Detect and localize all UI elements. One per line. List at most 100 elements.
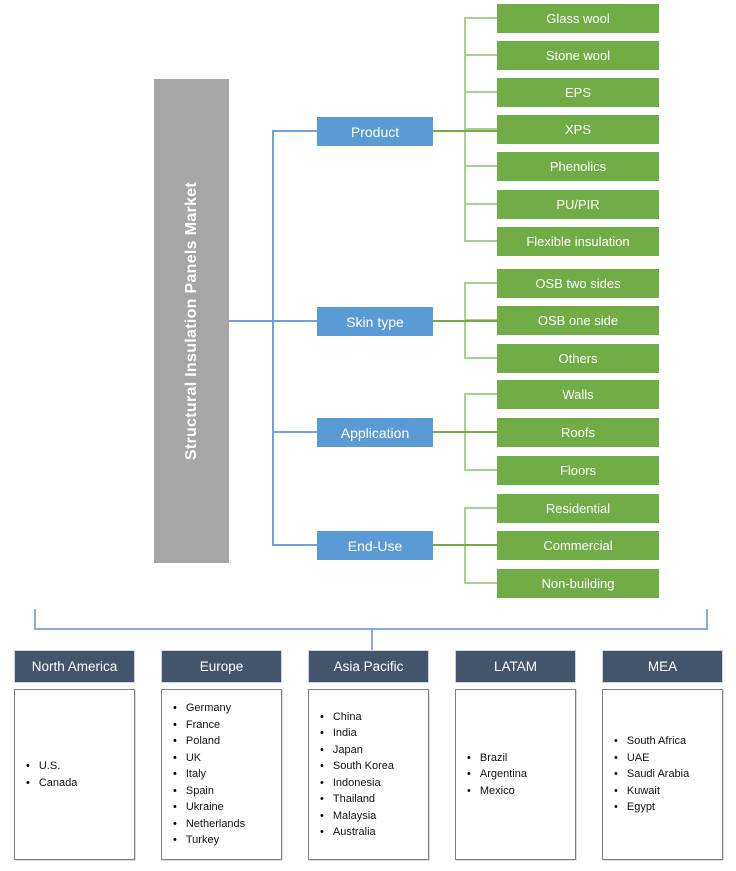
region-header-latam: LATAM bbox=[455, 650, 576, 683]
category-label: Product bbox=[350, 123, 400, 140]
bullet-icon: • bbox=[320, 727, 324, 739]
bullet-icon: • bbox=[614, 768, 618, 781]
bullet-icon: • bbox=[26, 776, 30, 789]
country-item: •Mexico bbox=[467, 785, 573, 798]
country-item: •Spain bbox=[173, 785, 279, 798]
country-label: Argentina bbox=[479, 768, 527, 781]
country-label: Malaysia bbox=[332, 809, 377, 822]
segment-label: Phenolics bbox=[549, 159, 607, 174]
bullet-icon: • bbox=[320, 743, 324, 756]
bullet-icon: • bbox=[320, 809, 324, 822]
region-header-asia-pacific: Asia Pacific bbox=[308, 650, 429, 683]
segment-label: Roofs bbox=[561, 425, 595, 440]
bullet-icon: • bbox=[173, 735, 177, 748]
country-list: • Brazil • Argentina •Mexico bbox=[456, 690, 575, 859]
segment-node-non-building: Non-building bbox=[497, 569, 659, 598]
region-header-north-america: North America bbox=[14, 650, 135, 683]
country-label: UK bbox=[185, 751, 202, 764]
bullet-icon: • bbox=[173, 718, 177, 731]
category-main-line-end-use bbox=[433, 544, 497, 546]
category-label: Application bbox=[340, 424, 410, 441]
bullet-icon: • bbox=[467, 751, 471, 764]
segment-label: Floors bbox=[559, 463, 597, 478]
country-item: • Argentina bbox=[467, 768, 573, 781]
segment-label: Residential bbox=[545, 501, 611, 516]
region-header-label: North America bbox=[31, 659, 118, 674]
country-label: Thailand bbox=[332, 793, 376, 805]
country-label: U.S. bbox=[38, 760, 61, 772]
country-item: •Germany bbox=[173, 702, 279, 715]
bullet-icon: • bbox=[173, 834, 177, 847]
segment-stub-line bbox=[464, 393, 497, 395]
tree-trunk-line bbox=[272, 130, 274, 546]
country-label: Kuwait bbox=[626, 784, 660, 797]
country-label: Egypt bbox=[626, 801, 655, 814]
region-country-list-asia-pacific: •China•India•Japan•South Korea•Indonesia… bbox=[308, 689, 429, 860]
bullet-icon: • bbox=[26, 760, 30, 772]
segment-node-pu-pir: PU/PIR bbox=[497, 190, 659, 219]
segment-label: Others bbox=[558, 351, 598, 366]
segment-node-xps: XPS bbox=[497, 115, 659, 144]
segment-node-stone-wool: Stone wool bbox=[497, 41, 659, 70]
country-label: Ukraine bbox=[185, 801, 224, 814]
bullet-icon: • bbox=[614, 751, 618, 764]
region-header-label: Asia Pacific bbox=[333, 659, 404, 674]
country-list: •China•India•Japan•South Korea•Indonesia… bbox=[309, 690, 428, 859]
segment-node-eps: EPS bbox=[497, 78, 659, 107]
segment-node-residential: Residential bbox=[497, 494, 659, 523]
region-header-label: MEA bbox=[647, 659, 678, 674]
country-label: Turkey bbox=[185, 834, 220, 847]
segment-stub-line bbox=[464, 91, 497, 93]
country-label: Netherlands bbox=[185, 817, 246, 830]
tree-branch-line-product bbox=[272, 130, 317, 132]
country-label: Australia bbox=[332, 826, 376, 838]
country-label: France bbox=[185, 718, 221, 731]
country-item: • Saudi Arabia bbox=[614, 768, 720, 781]
bracket-left-stub bbox=[34, 609, 36, 630]
country-label: UAE bbox=[626, 751, 650, 764]
country-label: Canada bbox=[38, 776, 78, 789]
country-item: • Ukraine bbox=[173, 801, 279, 814]
country-item: • Malaysia bbox=[320, 810, 426, 823]
segment-stub-line bbox=[464, 17, 497, 19]
segment-node-osb-two-sides: OSB two sides bbox=[497, 269, 659, 298]
region-header-label: Europe bbox=[199, 659, 244, 674]
tree-branch-line-end-use bbox=[272, 544, 317, 546]
country-item: •South Africa bbox=[614, 735, 720, 748]
category-main-line-skin-type bbox=[433, 320, 497, 322]
segment-label: OSB one side bbox=[537, 313, 619, 328]
bullet-icon: • bbox=[320, 710, 324, 723]
segment-node-roofs: Roofs bbox=[497, 418, 659, 447]
segment-label: OSB two sides bbox=[535, 276, 621, 291]
segment-node-osb-one-side: OSB one side bbox=[497, 306, 659, 335]
country-label: Japan bbox=[332, 743, 363, 756]
country-item: •India bbox=[320, 727, 426, 740]
bullet-icon: • bbox=[320, 760, 324, 772]
bullet-icon: • bbox=[173, 751, 177, 764]
country-item: •Indonesia bbox=[320, 777, 426, 790]
country-item: •Australia bbox=[320, 826, 426, 839]
bullet-icon: • bbox=[173, 801, 177, 814]
country-label: Spain bbox=[185, 784, 214, 797]
country-label: Brazil bbox=[479, 751, 508, 764]
country-label: Mexico bbox=[479, 784, 515, 797]
category-main-line-application bbox=[433, 431, 497, 433]
segment-label: XPS bbox=[564, 122, 591, 137]
segment-node-floors: Floors bbox=[497, 456, 659, 485]
bracket-right-stub bbox=[706, 609, 708, 630]
country-list: •South Africa•UAE•Saudi Arabia•Kuwait•Eg… bbox=[603, 690, 722, 859]
bullet-icon: • bbox=[467, 768, 471, 781]
country-item: • UAE bbox=[614, 752, 720, 765]
category-node-skin-type: Skin type bbox=[317, 307, 433, 336]
root-market-label: Structural Insulation Panels Market bbox=[182, 181, 200, 461]
region-country-list-europe: •Germany•France•Poland•UK•Italy•Spain•Uk… bbox=[161, 689, 282, 860]
country-label: Italy bbox=[185, 768, 207, 781]
country-label: China bbox=[332, 710, 362, 723]
country-item: • China bbox=[320, 711, 426, 724]
segment-stub-line bbox=[464, 282, 497, 284]
segment-label: EPS bbox=[564, 85, 591, 100]
country-label: Saudi Arabia bbox=[626, 768, 690, 781]
country-item: • Canada bbox=[26, 777, 132, 790]
country-item: •Netherlands bbox=[173, 818, 279, 831]
